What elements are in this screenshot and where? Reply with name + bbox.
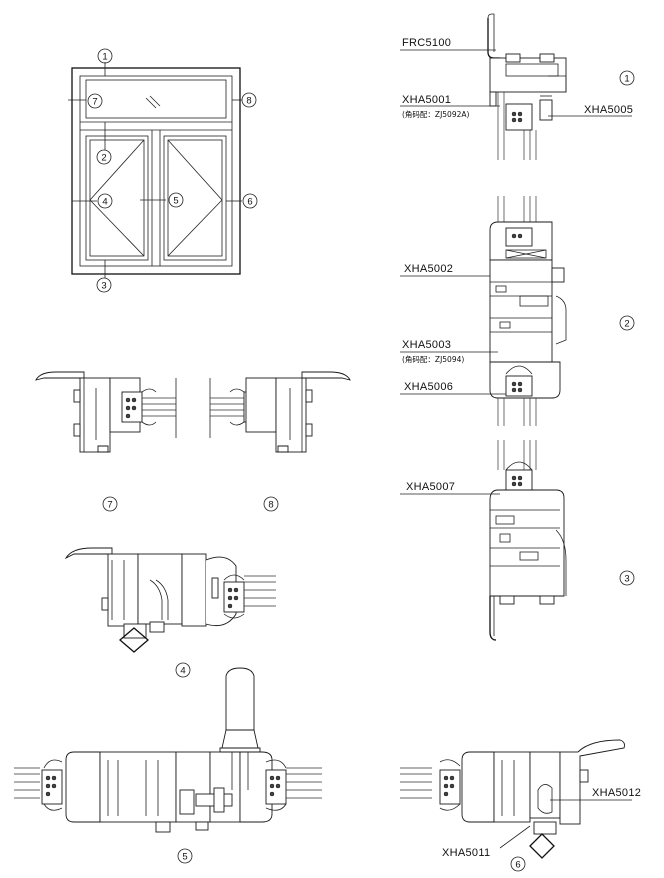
label-xha5002: XHA5002 — [404, 263, 453, 275]
section-callout-5-text: 5 — [182, 852, 187, 863]
section-6-drawing — [400, 739, 632, 859]
section-callout-7-text: 7 — [107, 500, 112, 511]
section-7-drawing — [35, 371, 177, 453]
section-callout-8-text: 8 — [268, 500, 273, 511]
section-callout-v2: 2 — [619, 315, 635, 331]
section-callout-v3: 3 — [619, 570, 635, 586]
transom-section — [489, 196, 567, 426]
section-callout-6: 6 — [510, 856, 526, 872]
section-4-drawing — [64, 547, 276, 653]
section-callout-v1: 1 — [619, 70, 635, 86]
label-frc5100: FRC5100 — [402, 37, 451, 49]
section-callout-6-text: 6 — [515, 860, 520, 871]
section-callout-8: 8 — [263, 496, 279, 512]
window-elevation — [68, 62, 242, 278]
section-callout-4: 4 — [175, 662, 191, 678]
label-xha5012: XHA5012 — [592, 787, 641, 799]
label-xha5003: XHA5003 — [402, 339, 451, 351]
label-xha5007: XHA5007 — [406, 481, 455, 493]
sill-section — [489, 440, 567, 641]
callout-5: 5 — [168, 192, 184, 208]
callout-2-text: 2 — [101, 153, 106, 164]
callout-7: 7 — [87, 93, 103, 109]
section-callout-v1-text: 1 — [624, 74, 629, 85]
callout-1-text: 1 — [102, 52, 107, 63]
callout-3-text: 3 — [101, 281, 106, 292]
callout-6-text: 6 — [247, 197, 252, 208]
section-8-drawing — [209, 371, 351, 453]
label-xha5003-note: (角码配：ZJ5094) — [402, 354, 464, 364]
callout-8-text: 8 — [246, 96, 251, 107]
glass-top — [489, 91, 553, 160]
section-callout-v2-text: 2 — [624, 319, 629, 330]
callout-1: 1 — [97, 48, 113, 64]
callout-3: 3 — [96, 277, 112, 293]
vertical-section — [400, 13, 632, 641]
callout-6: 6 — [242, 193, 258, 209]
callout-2: 2 — [96, 149, 112, 165]
callout-5-text: 5 — [173, 196, 178, 207]
callout-7-text: 7 — [92, 97, 97, 108]
callout-4: 4 — [97, 193, 113, 209]
section-callout-v3-text: 3 — [624, 574, 629, 585]
label-xha5001-note: (角码配：ZJ5092A) — [402, 109, 469, 119]
section-callout-7: 7 — [102, 496, 118, 512]
callout-4-text: 4 — [102, 197, 107, 208]
section-callout-4-text: 4 — [180, 666, 185, 677]
label-xha5006: XHA5006 — [404, 381, 453, 393]
section-callout-5: 5 — [177, 848, 193, 864]
section-5-drawing — [14, 667, 322, 833]
label-xha5005: XHA5005 — [584, 104, 633, 116]
label-xha5011: XHA5011 — [442, 847, 490, 859]
label-xha5001: XHA5001 — [402, 94, 451, 106]
callout-8: 8 — [241, 92, 257, 108]
